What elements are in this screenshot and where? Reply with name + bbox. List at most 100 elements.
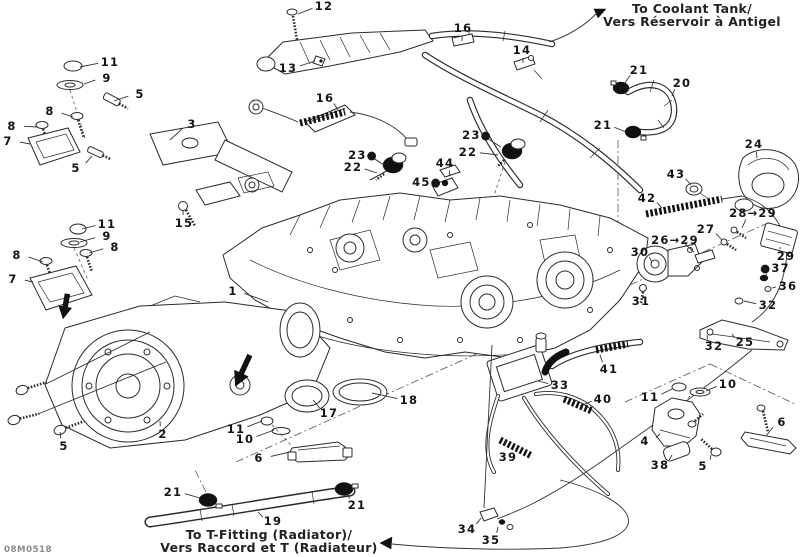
callout-label: 1 bbox=[228, 284, 238, 298]
callout-leader bbox=[671, 89, 676, 97]
callout-leader bbox=[79, 62, 99, 68]
callout-leader bbox=[256, 429, 275, 438]
callout-leader bbox=[244, 292, 269, 303]
callout-leader bbox=[299, 60, 316, 67]
screw-36 bbox=[764, 286, 772, 292]
radiator-hose-19 bbox=[144, 479, 629, 550]
clamp-21c bbox=[198, 493, 218, 507]
callout-label: 23● bbox=[348, 148, 378, 162]
callout-label: 7 bbox=[8, 272, 18, 286]
lever-25 bbox=[699, 319, 789, 351]
callout-label: 26→29 bbox=[651, 233, 699, 247]
callout-leader bbox=[371, 392, 398, 399]
callout-label: 32 bbox=[758, 298, 778, 312]
callout-label: 8 bbox=[110, 240, 120, 254]
callout-label: 41 bbox=[599, 362, 619, 376]
engine-mount-left bbox=[29, 181, 241, 320]
callout-label: 39 bbox=[498, 450, 518, 464]
callout-leader bbox=[79, 237, 96, 243]
callout-leader bbox=[656, 202, 663, 209]
callout-label: 10 bbox=[235, 432, 255, 446]
cable-40 bbox=[562, 395, 594, 415]
formed-hose-20 bbox=[610, 79, 678, 141]
callout-leader bbox=[113, 95, 129, 102]
callout-label: 14 bbox=[512, 43, 532, 57]
assembly-arrow-1 bbox=[234, 353, 253, 387]
callout-label: 27 bbox=[696, 222, 716, 236]
callout-label: 16 bbox=[315, 91, 335, 105]
callout-label: 11 bbox=[226, 422, 246, 436]
callout-label: 3 bbox=[187, 117, 197, 131]
callout-leader bbox=[623, 75, 631, 85]
coolant-hose bbox=[428, 8, 607, 80]
callout-leader bbox=[685, 178, 692, 186]
callout-leader bbox=[709, 454, 712, 460]
callout-label: 6 bbox=[777, 415, 787, 429]
ignition-coil-group bbox=[485, 332, 644, 496]
callout-label: 4 bbox=[640, 434, 650, 448]
callout-leader bbox=[347, 493, 350, 499]
callout-leader bbox=[373, 158, 385, 166]
callout-label: 5 bbox=[135, 87, 145, 101]
callout-label: 22 bbox=[458, 145, 478, 159]
callout-leader bbox=[731, 333, 736, 339]
callout-label: 5 bbox=[71, 161, 81, 175]
callout-leader bbox=[614, 126, 627, 133]
callout-leader bbox=[765, 273, 767, 278]
callout-label: 8 bbox=[7, 119, 17, 133]
bracket-44 bbox=[439, 164, 461, 178]
callout-label: ●37 bbox=[760, 261, 790, 275]
callout-label: 2 bbox=[158, 427, 168, 441]
callout-label: 21 bbox=[163, 485, 183, 499]
callout-label: 42 bbox=[637, 191, 657, 205]
callout-leader bbox=[88, 248, 104, 254]
callout-label: 11 bbox=[640, 390, 660, 404]
callout-leader bbox=[61, 112, 74, 118]
callout-label: 33 bbox=[550, 378, 570, 392]
callout-label: 20 bbox=[672, 76, 692, 90]
annotation-line: Vers Réservoir à Antigel bbox=[603, 14, 781, 30]
callout-label: 13 bbox=[278, 61, 298, 75]
sensor-16-lead bbox=[248, 99, 418, 147]
callout-leader bbox=[655, 433, 661, 438]
callout-label: 19 bbox=[263, 514, 283, 528]
callout-label: 24 bbox=[744, 137, 764, 151]
bracket-4 bbox=[651, 397, 701, 447]
callout-label: 9 bbox=[102, 229, 112, 243]
callout-leader bbox=[537, 380, 549, 385]
nut-32a bbox=[734, 297, 744, 305]
grommet-43 bbox=[685, 182, 703, 196]
callout-leader bbox=[297, 7, 313, 15]
callout-label: 22 bbox=[343, 160, 363, 174]
lower-hose-run bbox=[421, 51, 644, 194]
callout-label: 15 bbox=[174, 216, 194, 230]
callout-leader bbox=[706, 334, 709, 340]
callout-leader bbox=[579, 400, 592, 407]
annotation-coolant-tank: To Coolant Tank/ Vers Réservoir à Antige… bbox=[586, 2, 798, 28]
callout-label: 11 bbox=[97, 217, 117, 231]
callout-leader bbox=[270, 451, 291, 457]
knob-24 bbox=[738, 149, 799, 209]
callout-leader bbox=[479, 152, 499, 156]
callout-label: 21 bbox=[593, 118, 613, 132]
callout-leader bbox=[668, 454, 673, 461]
callout-leader bbox=[684, 243, 695, 253]
callout-leader bbox=[448, 170, 451, 177]
callout-leader bbox=[59, 431, 62, 439]
bracket-4-group bbox=[651, 382, 797, 462]
callout-label: 23● bbox=[462, 128, 492, 142]
right-cluster bbox=[496, 149, 799, 520]
throttle-bore-2 bbox=[536, 251, 594, 309]
callout-label: 9 bbox=[102, 71, 112, 85]
callout-label: 29 bbox=[776, 249, 796, 263]
engine-block bbox=[222, 192, 649, 359]
callout-label: 34 bbox=[457, 522, 477, 536]
annotation-line: Vers Raccord et T (Radiateur) bbox=[160, 540, 378, 556]
callout-label: 40 bbox=[593, 392, 613, 406]
callout-leader bbox=[765, 426, 774, 437]
callout-label: 21 bbox=[347, 498, 367, 512]
cable-42 bbox=[645, 195, 723, 218]
